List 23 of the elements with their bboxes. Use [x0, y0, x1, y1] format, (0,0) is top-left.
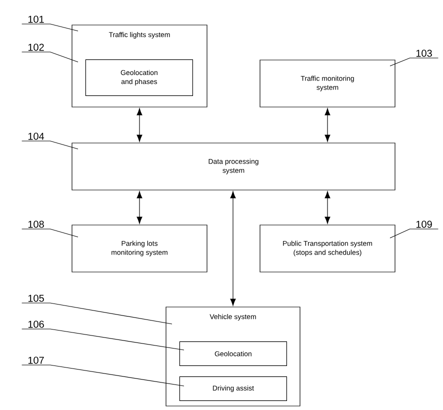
reference-numeral: 101: [28, 16, 44, 23]
leader-line: [22, 364, 184, 386]
leader-line: [22, 52, 78, 62]
reference-numeral: 102: [28, 44, 44, 51]
reference-numeral: 106: [28, 320, 44, 328]
arrow: [324, 191, 330, 224]
leader-line: [22, 24, 78, 32]
reference-numeral: 107: [28, 356, 44, 364]
arrow: [136, 108, 142, 142]
reference-numeral: 109: [416, 220, 432, 228]
leader-line: [390, 228, 438, 238]
reference-numeral: 103: [416, 50, 432, 57]
leader-line: [22, 140, 78, 150]
arrow: [230, 191, 236, 306]
reference-numeral: 108: [28, 220, 44, 228]
reference-numeral: 104: [28, 132, 44, 140]
leader-line: [390, 58, 438, 66]
arrow: [324, 108, 330, 142]
reference-numeral: 105: [28, 294, 44, 302]
arrow: [136, 191, 142, 224]
leader-line: [22, 302, 172, 324]
leader-line: [22, 228, 78, 238]
leader-line: [22, 328, 184, 350]
